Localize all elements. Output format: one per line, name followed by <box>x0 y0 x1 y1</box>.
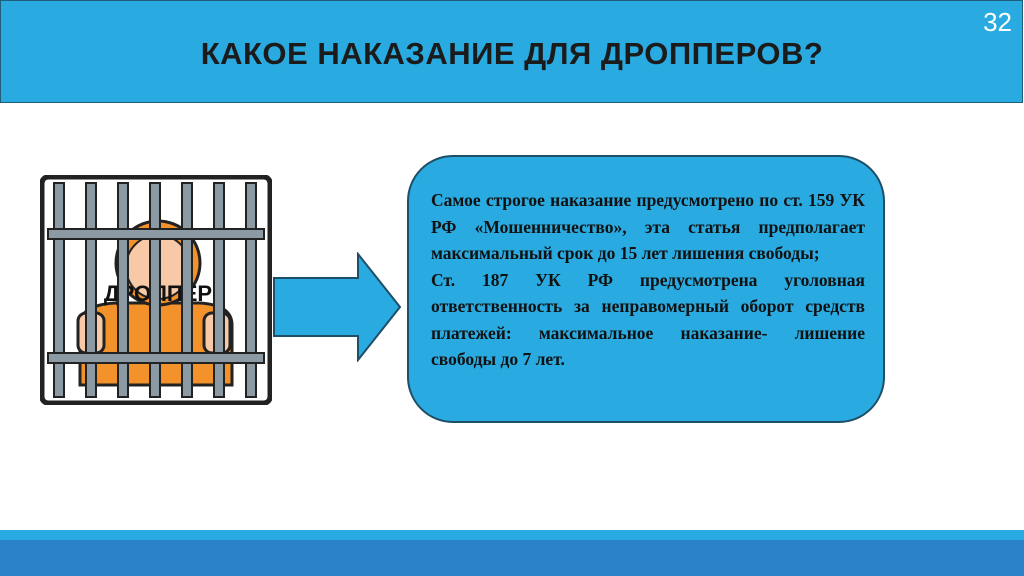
callout-paragraph: Ст. 187 УК РФ предусмотрена уголовная от… <box>431 269 865 370</box>
slide-number: 32 <box>983 7 1012 37</box>
footer-accent <box>0 530 1024 540</box>
footer-bar <box>0 540 1024 576</box>
slide-title: КАКОЕ НАКАЗАНИЕ ДЛЯ ДРОППЕРОВ? <box>200 36 824 71</box>
info-callout: Самое строгое наказание предусмотрено по… <box>407 155 885 423</box>
right-arrow-icon <box>273 252 402 362</box>
callout-paragraph: Самое строгое наказание предусмотрено по… <box>431 190 865 263</box>
callout-text: Самое строгое наказание предусмотрено по… <box>431 187 865 373</box>
prisoner-behind-bars-icon: ДРОППЕР <box>40 175 272 405</box>
title-bar: 32 <box>0 0 1023 103</box>
